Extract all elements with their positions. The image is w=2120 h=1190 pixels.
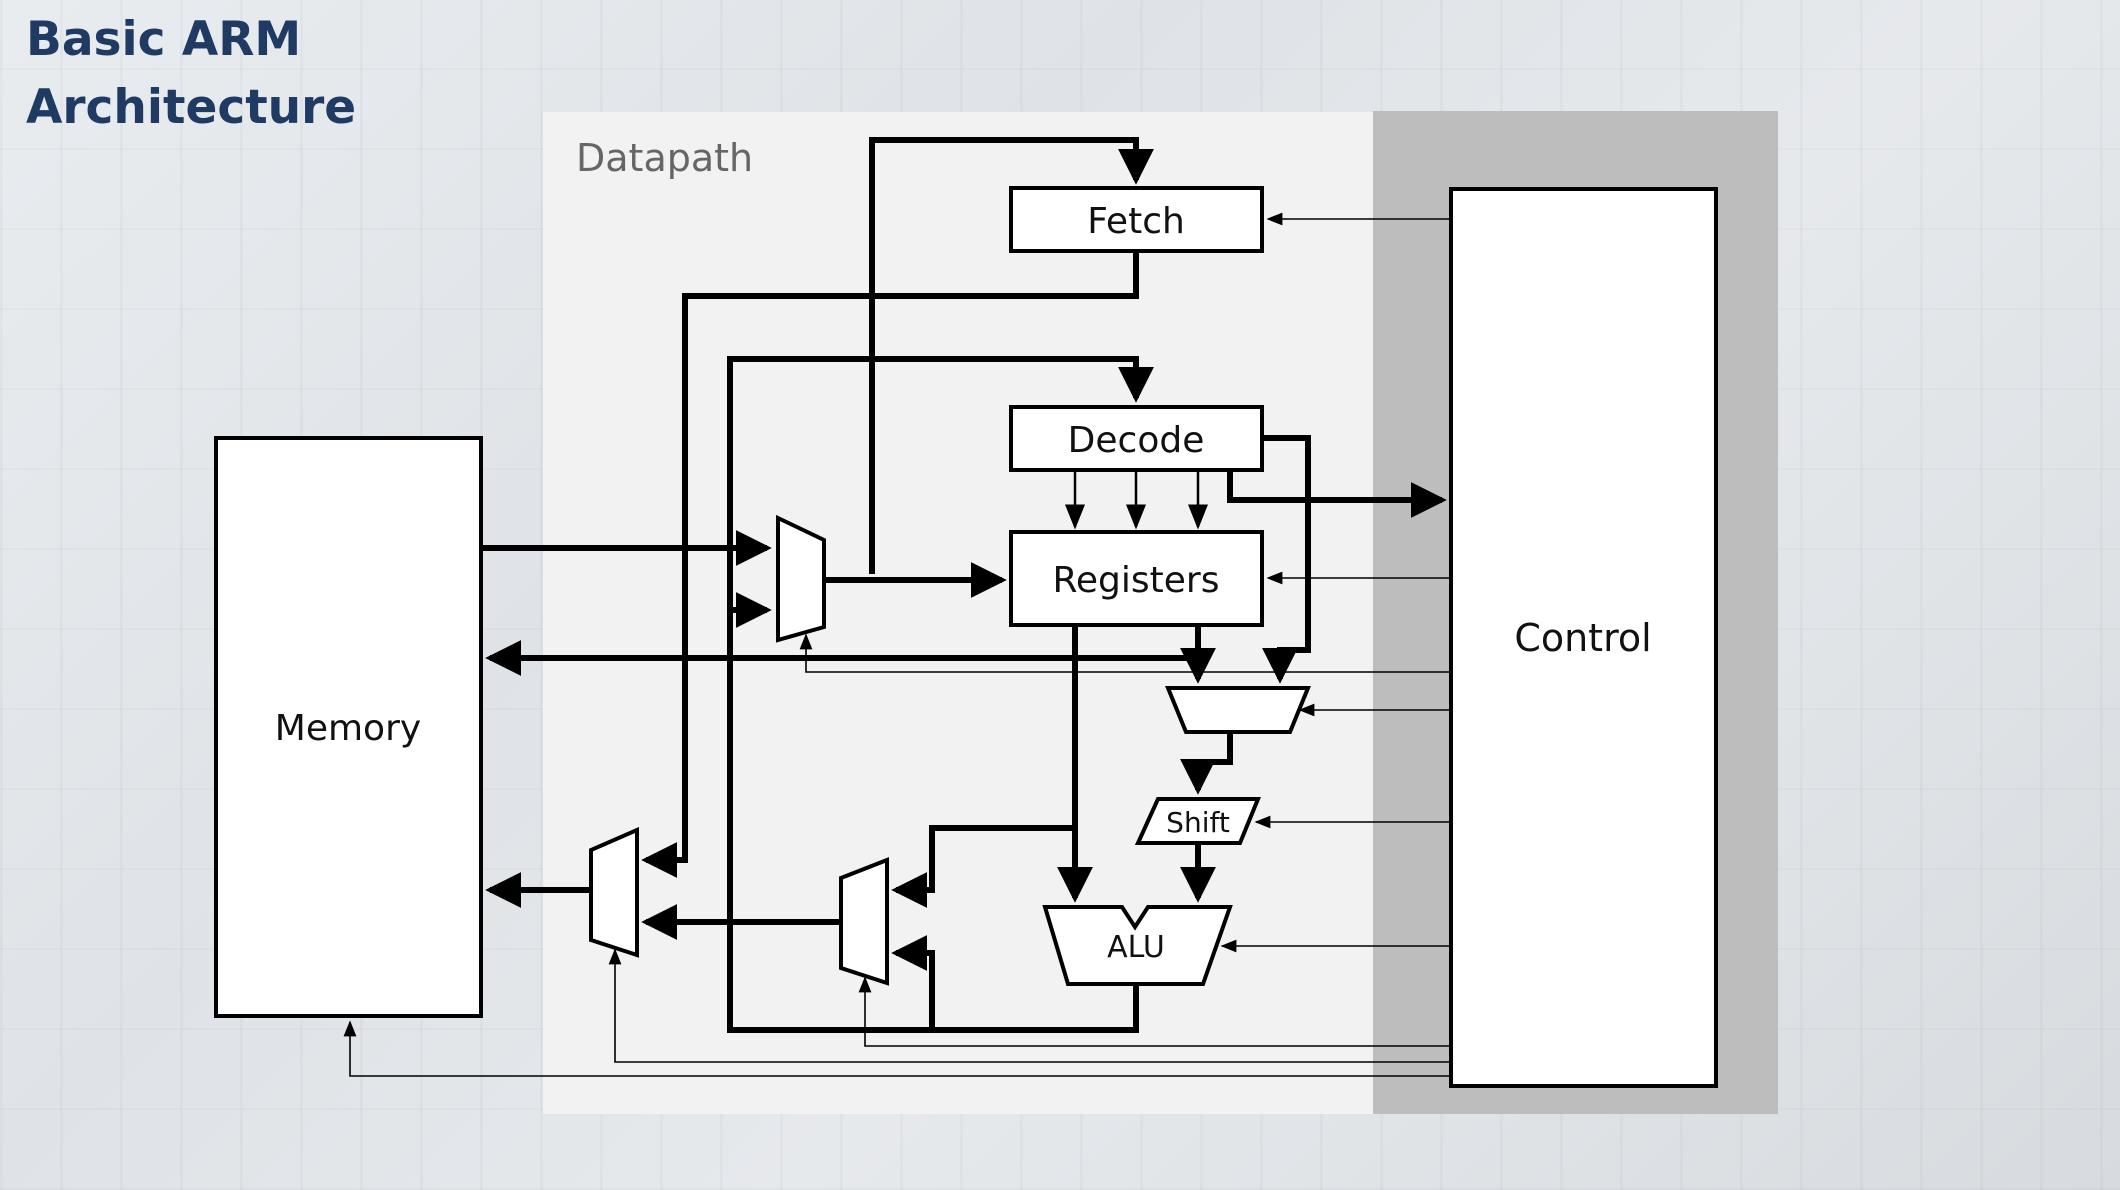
alu-operand-mux bbox=[839, 857, 889, 986]
fetch-block: Fetch bbox=[1009, 186, 1264, 253]
ctrl-memmux bbox=[608, 948, 1451, 1063]
decode-block: Decode bbox=[1009, 405, 1264, 472]
ctrl-regmux bbox=[799, 633, 1451, 673]
shift-label: Shift bbox=[1166, 806, 1230, 839]
title-line-2: Architecture bbox=[26, 80, 357, 135]
wire-registers-to-alumux bbox=[891, 825, 1075, 908]
control-block: Control bbox=[1449, 187, 1718, 1088]
ctrl-alumux bbox=[858, 976, 1451, 1047]
operand-mux bbox=[1165, 686, 1311, 734]
alu-label: ALU bbox=[1107, 930, 1165, 965]
registers-label: Registers bbox=[1053, 560, 1220, 601]
slide-title: Basic ARM Architecture bbox=[26, 6, 356, 142]
wire-alu-to-alumux bbox=[891, 935, 935, 1030]
ctrl-memory bbox=[343, 1020, 1451, 1077]
memory-label: Memory bbox=[275, 708, 421, 749]
fetch-label: Fetch bbox=[1087, 201, 1185, 242]
memory-block: Memory bbox=[214, 436, 483, 1018]
control-label: Control bbox=[1514, 616, 1651, 660]
alu-block: ALU bbox=[1042, 905, 1233, 986]
wire-opmux-to-shift bbox=[1180, 732, 1233, 795]
memory-address-mux bbox=[589, 826, 639, 958]
wire-alu-to-decode bbox=[727, 356, 1154, 1033]
decode-label: Decode bbox=[1068, 420, 1205, 461]
shift-block: Shift bbox=[1134, 797, 1261, 845]
wire-fetch-to-memmux bbox=[641, 251, 1139, 878]
wire-decode-to-opmux bbox=[1262, 435, 1311, 684]
title-line-1: Basic ARM bbox=[26, 12, 302, 67]
datapath-label: Datapath bbox=[576, 136, 753, 180]
registers-block: Registers bbox=[1009, 530, 1264, 627]
register-input-mux bbox=[776, 514, 826, 643]
wire-decode-to-control bbox=[1227, 470, 1447, 518]
